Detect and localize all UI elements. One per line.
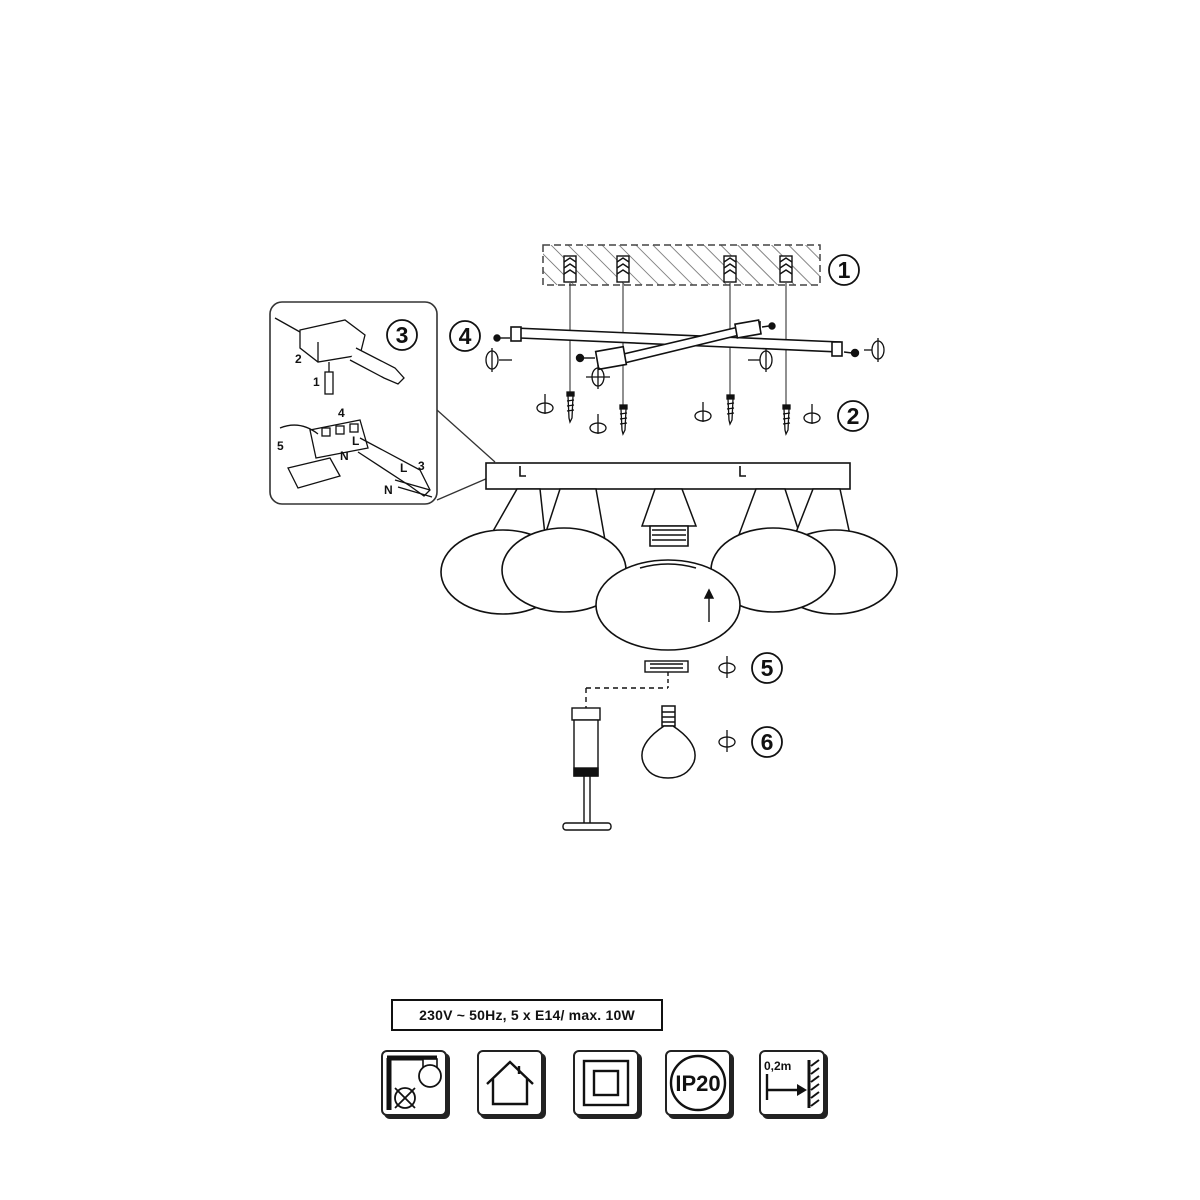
inset-wire-L: L xyxy=(400,461,407,475)
no-dimmer-symbol xyxy=(381,1050,447,1116)
step-2-label: 2 xyxy=(847,403,860,429)
no-dimmer-icon xyxy=(385,1054,443,1112)
inset-label-4: 4 xyxy=(338,406,345,420)
wiring-inset: 3 2 1 4 5 L N L 3 N xyxy=(269,301,496,505)
inset-wire-N: N xyxy=(384,483,393,497)
wall-plug xyxy=(616,255,630,283)
step-5-label: 5 xyxy=(761,655,774,681)
indoor-use-symbol xyxy=(477,1050,543,1116)
screw xyxy=(566,391,575,424)
min-distance-icon: 0,2m xyxy=(764,1059,820,1108)
ring-tool xyxy=(562,687,668,831)
step-6-marker: 6 xyxy=(751,726,783,758)
step-4-label: 4 xyxy=(459,323,472,349)
inset-terminal-L: L xyxy=(352,434,359,448)
terminal-strip xyxy=(279,419,433,498)
distance-label: 0,2m xyxy=(764,1059,791,1073)
step-1-marker: 1 xyxy=(828,254,860,286)
rotation-arrows xyxy=(485,338,885,389)
ip20-symbol: IP20 xyxy=(665,1050,731,1116)
electrical-spec: 230V ~ 50Hz, 5 x E14/ max. 10W xyxy=(391,999,663,1031)
step-3-label: 3 xyxy=(396,322,409,348)
step-3-marker: 3 xyxy=(386,319,418,351)
inset-label-1: 1 xyxy=(313,375,320,389)
shade-holders xyxy=(486,488,851,541)
step-2-marker: 2 xyxy=(837,400,869,432)
screw xyxy=(726,394,735,426)
mounting-bracket xyxy=(510,319,843,371)
terminal-box xyxy=(274,317,405,395)
ip20-icon: IP20 xyxy=(669,1054,727,1112)
step-6-label: 6 xyxy=(761,729,774,755)
min-distance-symbol: 0,2m xyxy=(759,1050,825,1116)
ceiling-plate xyxy=(485,462,851,490)
rotate-icon xyxy=(718,656,736,752)
wall-plugs xyxy=(563,255,793,283)
inset-terminal-N: N xyxy=(340,449,349,463)
indoor-use-icon xyxy=(486,1060,534,1106)
ceiling-block xyxy=(542,244,821,286)
wall-plug xyxy=(563,255,577,283)
screws xyxy=(566,391,791,436)
screw-rotation-arrows xyxy=(536,394,821,434)
glass-globes xyxy=(440,525,898,651)
bracket-screws xyxy=(493,322,860,363)
step-1-label: 1 xyxy=(838,257,851,283)
inset-label-2: 2 xyxy=(295,352,302,366)
bulb-e14 xyxy=(641,705,696,779)
step-4-marker: 4 xyxy=(449,320,481,352)
inset-label-5: 5 xyxy=(277,439,284,453)
wall-plug xyxy=(723,255,737,283)
inset-label-3: 3 xyxy=(418,459,425,473)
wall-plug xyxy=(779,255,793,283)
shade-ring xyxy=(644,660,689,688)
step-5-marker: 5 xyxy=(751,652,783,684)
class-2-insulation-icon xyxy=(582,1059,630,1107)
class-2-symbol xyxy=(573,1050,639,1116)
up-arrow-icon xyxy=(703,588,715,622)
screw xyxy=(619,404,628,436)
ip20-label: IP20 xyxy=(675,1071,720,1096)
screw xyxy=(782,404,791,436)
